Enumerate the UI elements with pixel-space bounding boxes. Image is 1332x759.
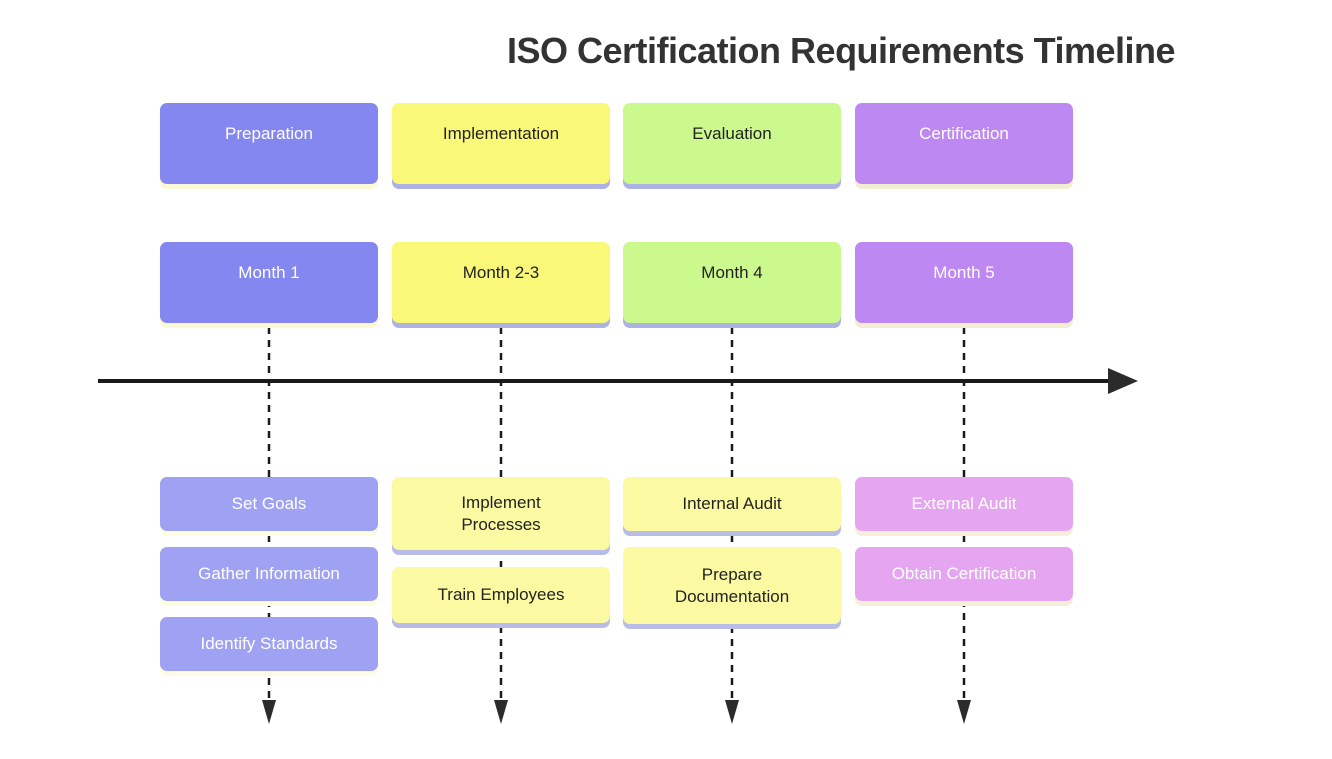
phase-label: Evaluation xyxy=(692,123,772,143)
task-label: External Audit xyxy=(911,494,1017,514)
task-box-train-employees: Train Employees xyxy=(392,567,610,623)
task-label: Set Goals xyxy=(231,494,307,514)
phase-label: Preparation xyxy=(225,123,313,143)
month-label: Month 5 xyxy=(933,262,995,282)
connector-arrowhead-icon-3 xyxy=(725,700,739,724)
phase-box-implementation: Implementation xyxy=(392,103,610,184)
month-box-3: Month 4 xyxy=(623,242,841,323)
task-label: Prepare Documentation xyxy=(674,565,790,606)
task-label: Identify Standards xyxy=(200,634,338,654)
task-label: Implement Processes xyxy=(461,493,541,534)
phase-label: Certification xyxy=(919,123,1009,143)
phase-box-evaluation: Evaluation xyxy=(623,103,841,184)
month-label: Month 4 xyxy=(701,262,763,282)
month-label: Month 1 xyxy=(238,262,300,282)
task-label: Internal Audit xyxy=(682,494,782,514)
month-label: Month 2-3 xyxy=(462,262,540,282)
page-title: ISO Certification Requirements Timeline xyxy=(507,30,1176,71)
task-label: Gather Information xyxy=(198,564,340,584)
connector-arrowhead-icon-2 xyxy=(494,700,508,724)
task-box-prepare-documentation: Prepare Documentation xyxy=(623,547,841,624)
timeline-axis-arrowhead-icon xyxy=(1108,368,1138,394)
month-box-2: Month 2-3 xyxy=(392,242,610,323)
task-box-internal-audit: Internal Audit xyxy=(623,477,841,531)
task-label: Obtain Certification xyxy=(891,564,1037,584)
phase-box-certification: Certification xyxy=(855,103,1073,184)
task-box-implement-processes: Implement Processes xyxy=(392,477,610,550)
task-box-external-audit: External Audit xyxy=(855,477,1073,531)
task-label: Train Employees xyxy=(437,585,565,605)
task-box-gather-information: Gather Information xyxy=(160,547,378,601)
task-box-set-goals: Set Goals xyxy=(160,477,378,531)
month-box-4: Month 5 xyxy=(855,242,1073,323)
phase-box-preparation: Preparation xyxy=(160,103,378,184)
task-box-obtain-certification: Obtain Certification xyxy=(855,547,1073,601)
phase-label: Implementation xyxy=(442,123,560,143)
connector-arrowhead-icon-4 xyxy=(957,700,971,724)
task-box-identify-standards: Identify Standards xyxy=(160,617,378,671)
connector-arrowhead-icon-1 xyxy=(262,700,276,724)
month-box-1: Month 1 xyxy=(160,242,378,323)
